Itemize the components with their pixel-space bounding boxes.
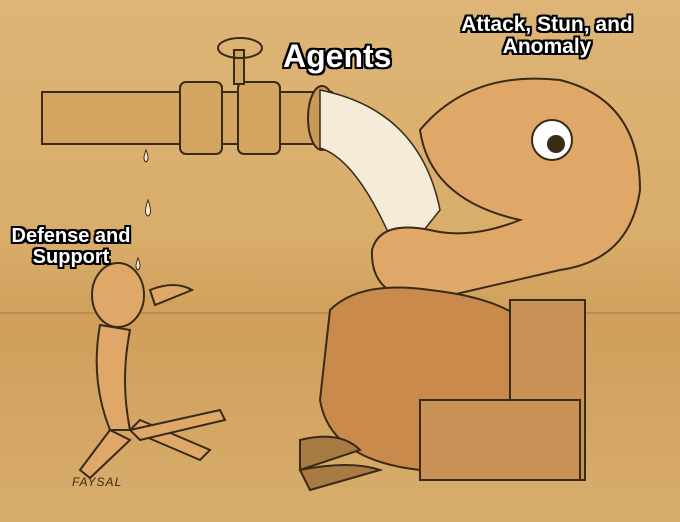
- attack-label-line1: Attack, Stun, and: [461, 13, 633, 36]
- pipe: [41, 37, 337, 155]
- attack-label-line2: Anomaly: [502, 35, 592, 59]
- defense-support-label: Defense and Support: [2, 226, 140, 268]
- fat-man: [298, 77, 642, 492]
- defense-label-line2: Support: [32, 246, 110, 268]
- defense-label-line1: Defense and: [11, 225, 131, 247]
- artist-signature: FAYSAL: [72, 475, 123, 489]
- water-drops: [135, 148, 151, 271]
- agents-label: Agents: [283, 38, 392, 74]
- thin-man: [78, 262, 227, 480]
- attack-stun-anomaly-label: Attack, Stun, and Anomaly: [452, 13, 642, 59]
